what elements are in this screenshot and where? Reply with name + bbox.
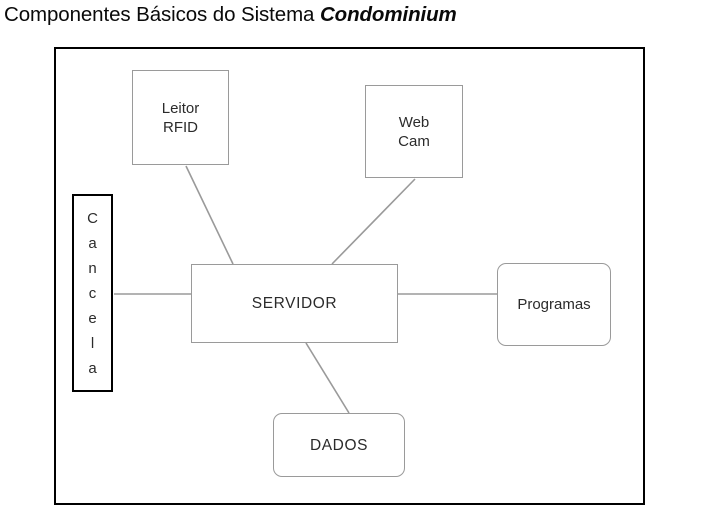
page-title-plain: Componentes Básicos do Sistema <box>4 3 320 26</box>
connector-web-cam-to-servidor <box>331 178 416 265</box>
node-dados[interactable]: DADOS <box>273 413 405 477</box>
page-title-emphasis: Condominium <box>319 3 457 26</box>
diagram-frame: Leitor RFID Web Cam C a n c e l a SERVID… <box>54 47 645 505</box>
node-cancela-letter-1: C <box>87 209 98 227</box>
node-cancela-letter-7: a <box>88 359 97 377</box>
node-cancela-letter-2: a <box>88 234 97 252</box>
node-servidor-label: SERVIDOR <box>251 295 338 312</box>
diagram-canvas: Leitor RFID Web Cam C a n c e l a SERVID… <box>56 49 643 503</box>
node-cancela-letter-6: l <box>90 334 95 352</box>
node-web-cam-label: Web Cam <box>398 113 430 150</box>
node-leitor-rfid[interactable]: Leitor RFID <box>132 70 229 165</box>
node-web-cam[interactable]: Web Cam <box>365 85 463 178</box>
node-cancela-letter-3: n <box>88 259 97 277</box>
page-title: Componentes Básicos do Sistema Condomini… <box>4 1 701 29</box>
node-cancela[interactable]: C a n c e l a <box>72 194 113 392</box>
node-dados-label: DADOS <box>309 436 369 454</box>
node-programas[interactable]: Programas <box>497 263 611 346</box>
node-cancela-letter-4: c <box>88 284 97 302</box>
connector-servidor-to-dados <box>305 342 350 414</box>
node-servidor[interactable]: SERVIDOR <box>191 264 398 343</box>
connector-leitor-rfid-to-servidor <box>185 165 234 265</box>
node-leitor-rfid-label: Leitor RFID <box>161 99 200 136</box>
node-programas-label: Programas <box>517 296 591 313</box>
node-cancela-letter-5: e <box>88 309 97 327</box>
